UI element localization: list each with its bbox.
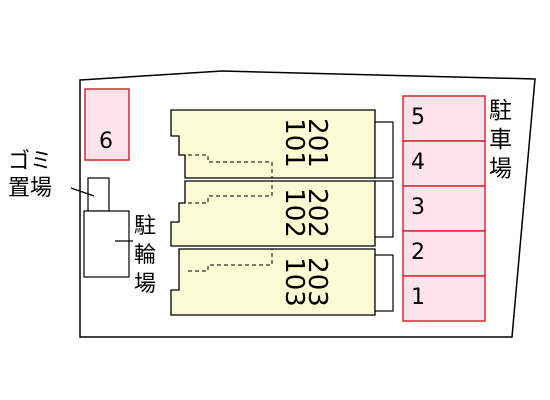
garbage-label-line-2: 置場 (8, 176, 53, 201)
parking-space-3 (402, 185, 486, 232)
parking-space-4-number: 4 (411, 150, 425, 175)
apartment-building (170, 109, 394, 316)
balcony-2 (374, 180, 394, 238)
garbage-label: ゴミ 置場 (8, 148, 52, 202)
parking-space-1-number: 1 (411, 285, 425, 310)
parking-space-6-number: 6 (99, 129, 113, 154)
building-row-1 (170, 109, 376, 179)
building-row-3 (170, 248, 376, 316)
unit-101: 101 (279, 118, 309, 168)
bicycle-label: 駐 輪 場 (134, 212, 156, 299)
bicycle-area (83, 210, 130, 278)
parking-space-1 (402, 275, 486, 322)
building-row-2 (170, 180, 376, 247)
bicycle-label-line-1: 駐 (134, 214, 157, 239)
balcony-3 (374, 254, 394, 312)
parking-label-line-3: 場 (489, 156, 512, 182)
parking-label-line-1: 駐 (489, 98, 512, 124)
parking-label: 駐 車 場 (489, 97, 512, 184)
parking-spaces (402, 95, 486, 322)
parking-space-3-number: 3 (411, 195, 425, 220)
bicycle-label-line-2: 輪 (134, 243, 157, 268)
balcony-1 (374, 121, 394, 179)
unit-102: 102 (279, 188, 309, 238)
parking-space-4 (402, 140, 486, 187)
parking-space-5-number: 5 (411, 105, 425, 130)
garbage-leader (70, 187, 95, 197)
parking-label-line-2: 車 (489, 127, 512, 153)
parking-space-6 (84, 88, 130, 161)
parking-space-2-number: 2 (411, 240, 425, 265)
garbage-label-line-1: ゴミ (8, 149, 53, 174)
unit-103: 103 (279, 257, 309, 307)
bicycle-label-line-3: 場 (134, 272, 157, 297)
